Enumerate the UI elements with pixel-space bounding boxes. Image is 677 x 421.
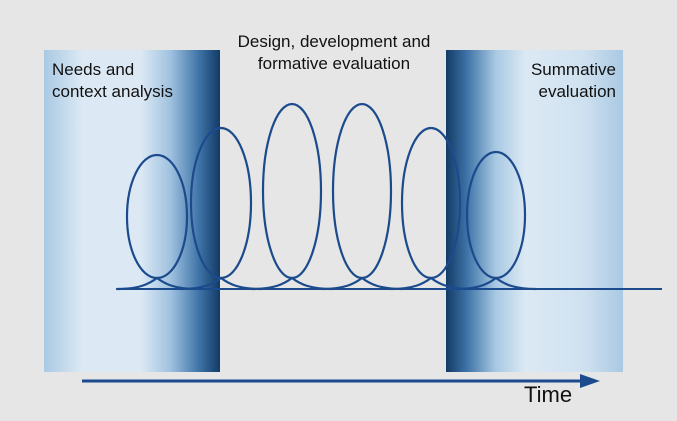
iteration-loop <box>331 102 393 280</box>
time-axis-label: Time <box>524 382 573 407</box>
design-development-line-1: Design, development and <box>237 32 431 51</box>
iteration-loop <box>261 102 323 280</box>
summative-evaluation-line-1: Summative <box>530 60 616 79</box>
needs-analysis-line-2: context analysis <box>52 82 173 101</box>
summative-evaluation-line-2: evaluation <box>538 82 616 101</box>
time-arrow-head <box>580 374 600 388</box>
needs-analysis-line-1: Needs and <box>52 60 135 79</box>
needs-analysis-label: Needs and context analysis <box>52 59 173 103</box>
iteration-loop-tail <box>250 276 334 291</box>
iteration-loops <box>115 102 538 291</box>
summative-evaluation-panel <box>446 50 623 372</box>
design-development-label: Design, development and formative evalua… <box>210 31 458 75</box>
iteration-loop-tail <box>320 276 404 291</box>
summative-evaluation-label: Summative evaluation <box>496 59 616 103</box>
design-development-line-2: formative evaluation <box>257 54 411 73</box>
